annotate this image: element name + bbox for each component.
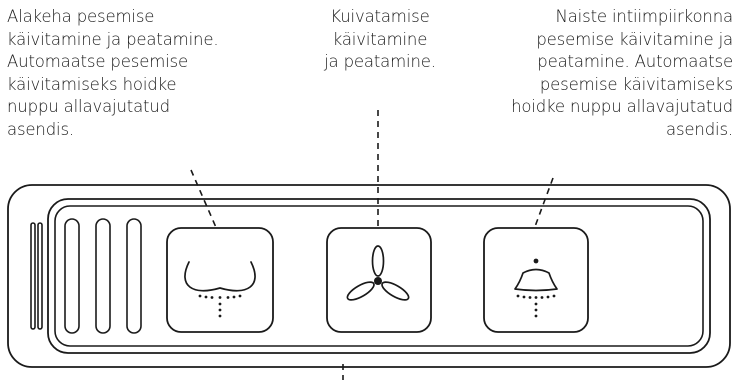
rear-wash-label: Alakeha pesemise käivitamine ja peatamin… — [7, 7, 219, 139]
panel-inner-bezel-line — [54, 205, 704, 347]
panel-outer-housing — [7, 184, 731, 368]
fan-icon — [346, 245, 410, 301]
dryer-button[interactable] — [326, 227, 432, 333]
grip-slot — [95, 218, 111, 334]
grip-slot — [64, 218, 80, 334]
feminine-wash-button[interactable] — [483, 227, 589, 333]
dryer-label: Kuivatamise käivitamine ja peatamine. — [324, 7, 436, 71]
rear-wash-icon — [184, 261, 256, 318]
grip-slot — [37, 222, 43, 330]
grip-ribs — [30, 218, 142, 334]
rear-wash-button[interactable] — [166, 227, 274, 333]
feminine-wash-label: Naiste intiimpiirkonna pesemise käivitam… — [511, 7, 733, 139]
feminine-wash-icon — [514, 258, 558, 318]
grip-slot — [30, 222, 36, 330]
grip-slot — [126, 218, 142, 334]
rear-wash-leader-line — [190, 169, 219, 233]
feminine-wash-leader-line — [532, 177, 554, 233]
panel-inner-bezel — [47, 198, 711, 354]
